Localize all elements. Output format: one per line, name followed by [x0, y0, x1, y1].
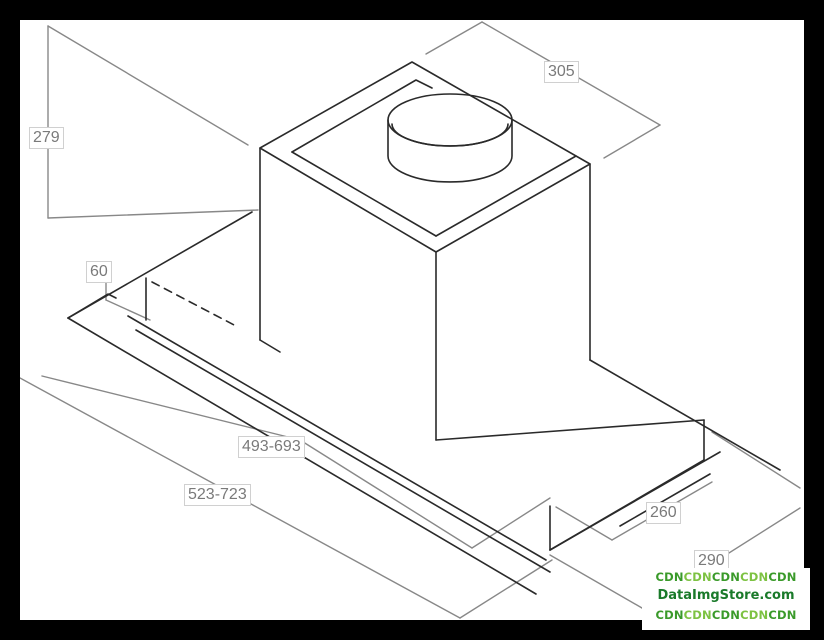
duct-collar-inner: [391, 123, 509, 147]
dim-label-279: 279: [29, 127, 64, 149]
hidden-edge-dashed: [151, 281, 237, 327]
cooker-hood-drawing: [20, 21, 801, 619]
duct-collar-body: [387, 119, 513, 183]
panel-right-back: [589, 359, 781, 471]
drawing-canvas: 279 305 60 493-693 523-723 260 290: [20, 20, 804, 620]
dim-label-523-723: 523-723: [184, 484, 251, 506]
watermark-bottom-row: CDNCDNCDNCDNCDN: [655, 608, 797, 622]
hood-outline: [67, 61, 781, 595]
panel-right-top: [435, 419, 705, 441]
dim-label-60: 60: [86, 261, 112, 283]
dim-label-260: 260: [646, 502, 681, 524]
panel-left-lip: [67, 293, 117, 319]
chimney-top-face: [259, 61, 591, 253]
dim-line-260-a: [555, 506, 613, 541]
chimney-bottom-left: [259, 339, 281, 353]
dim-line-493-693-b: [299, 439, 473, 549]
panel-front-edge-inner: [127, 315, 547, 561]
dim-line-290-ext: [711, 431, 801, 489]
dim-line-493-693-end: [471, 497, 551, 549]
dim-label-493-693: 493-693: [238, 436, 305, 458]
dim-line-279-bottom-ext: [47, 209, 259, 219]
dim-line-493-693-a: [41, 375, 301, 441]
chimney-top-inner-rim: [291, 79, 433, 153]
dim-line-279-top-ext: [47, 25, 249, 146]
dim-line-290-a: [549, 554, 643, 609]
chimney-top-inner-rim-b: [291, 151, 437, 237]
panel-under-rail-b: [619, 473, 711, 527]
watermark: CDNCDNCDNCDNCDN DataImgStore.com CDNCDNC…: [642, 568, 810, 630]
dim-line-523-723-end: [459, 559, 553, 619]
dimension-lines: [20, 21, 801, 619]
watermark-top-row: CDNCDNCDNCDNCDN: [655, 570, 797, 584]
dim-line-305-ext: [603, 124, 661, 159]
dim-label-305: 305: [544, 61, 579, 83]
panel-under-rail: [549, 451, 721, 551]
watermark-site: DataImgStore.com: [657, 588, 795, 603]
dim-line-60-ext: [105, 299, 151, 321]
chimney-top-inner-rim-c: [435, 155, 577, 237]
panel-front-bottom: [135, 329, 551, 573]
dim-line-305: [425, 21, 483, 55]
dim-label-290: 290: [694, 550, 729, 572]
